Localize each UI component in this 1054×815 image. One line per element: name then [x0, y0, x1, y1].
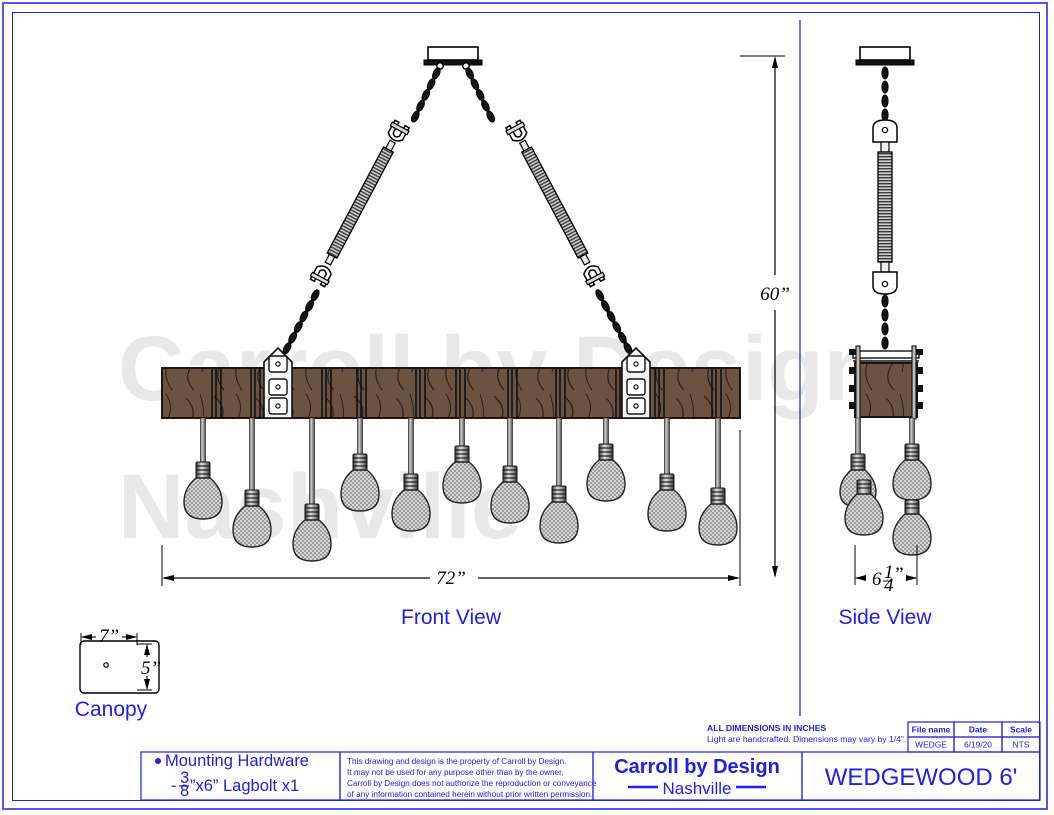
chain-lower-left — [282, 289, 320, 355]
bulb — [586, 417, 626, 502]
side-width-unit: ” — [893, 564, 904, 585]
title-block — [140, 751, 1041, 801]
clevis-top-left — [387, 119, 411, 142]
front-ceiling-canopy — [423, 46, 483, 70]
side-turnbuckle — [872, 119, 898, 295]
bulb — [232, 417, 272, 548]
company-name: Carroll by Design — [614, 756, 780, 778]
bulb — [183, 417, 223, 520]
company-city: Nashville — [663, 779, 732, 798]
mounting-plate-right — [621, 346, 651, 419]
bulb — [490, 417, 530, 524]
turnbuckle-right — [504, 119, 606, 288]
bulb — [539, 417, 579, 544]
legal-line-1: This drawing and design is the property … — [347, 757, 566, 766]
side-chain-upper — [881, 66, 889, 122]
info-table-header-scale: Scale — [1010, 725, 1032, 735]
bulb — [391, 417, 431, 532]
chain-lower-right — [595, 289, 633, 355]
mounting-frac-denominator: 8 — [180, 782, 189, 800]
company-block: Carroll by Design Nashville — [614, 756, 780, 798]
side-width-whole: 6 — [872, 569, 882, 590]
chain-upper-left — [410, 67, 441, 123]
bulb-group-front — [183, 417, 738, 562]
clevis-bottom-left — [309, 265, 332, 288]
mounting-plate-left — [263, 346, 293, 419]
bulb — [292, 417, 332, 562]
bulb — [698, 417, 738, 546]
side-ceiling-canopy — [855, 46, 915, 66]
info-table-header-date: Date — [969, 725, 987, 735]
clevis-bottom-right — [583, 265, 606, 288]
dimension-overall-width — [161, 430, 741, 586]
info-table-value-date: 6/19/20 — [964, 740, 992, 750]
side-view-label: Side View — [838, 606, 932, 629]
bulb — [340, 417, 380, 512]
watermark: Carroll by Design Nashville — [118, 318, 880, 558]
legal-line-4: of any information contained herein with… — [347, 790, 592, 799]
canopy-detail: 7” 5” — [79, 626, 161, 694]
note-handcrafted: Light are handcrafted. Dimensions may va… — [707, 734, 906, 744]
beam-metal-bands — [211, 368, 722, 418]
bulb — [892, 417, 932, 501]
product-name: WEDGEWOOD 6' — [825, 764, 1018, 791]
bulb — [442, 417, 482, 504]
bulb — [844, 479, 884, 536]
info-table-value-file-name: WEDGE — [915, 740, 947, 750]
wood-beam-front — [161, 346, 741, 419]
turnbuckle-left — [309, 119, 411, 288]
mounting-hardware-block: Mounting Hardware - 3 8 ”x6” Lagbolt x1 — [155, 752, 309, 800]
front-view-label: Front View — [401, 606, 502, 629]
dimension-label-72: 72” — [436, 568, 466, 589]
legal-line-2: It may not be used for any purpose other… — [347, 768, 564, 777]
canopy-height-label: 5” — [141, 658, 161, 679]
mounting-frac-numerator: 3 — [180, 769, 189, 787]
info-table: File name Date Scale WEDGE 6/19/20 NTS — [907, 721, 1041, 753]
dimension-side-width — [854, 545, 918, 585]
bulb — [647, 417, 687, 532]
info-table-value-scale: NTS — [1013, 740, 1030, 750]
mounting-hardware-heading: Mounting Hardware — [165, 752, 309, 770]
side-chain-lower — [881, 294, 889, 350]
dimension-label-60: 60” — [760, 284, 790, 305]
side-width-denominator: 4 — [884, 575, 894, 596]
info-table-header-file-name: File name — [912, 725, 951, 735]
side-view-assembly — [839, 46, 932, 556]
bulb — [892, 499, 932, 556]
mounting-dash: - — [171, 777, 177, 795]
note-all-dimensions: ALL DIMENSIONS IN INCHES — [707, 723, 826, 733]
dimension-overall-drop — [740, 55, 785, 578]
bulb-group-side — [839, 417, 932, 556]
legal-line-3: Carroll by Design does not authorize the… — [347, 779, 597, 788]
front-view-assembly — [161, 46, 741, 562]
side-width-numerator: 1 — [884, 562, 894, 583]
wood-beam-side — [849, 345, 923, 420]
clevis-top-right — [504, 119, 528, 142]
canopy-width-label: 7” — [99, 626, 119, 647]
legal-block: This drawing and design is the property … — [347, 757, 597, 799]
dimension-label-side-width: 6 1 4 ” — [872, 562, 904, 596]
canopy-label: Canopy — [75, 698, 148, 721]
mounting-item-tail: ”x6” Lagbolt x1 — [190, 777, 299, 795]
chain-upper-right — [465, 67, 496, 123]
